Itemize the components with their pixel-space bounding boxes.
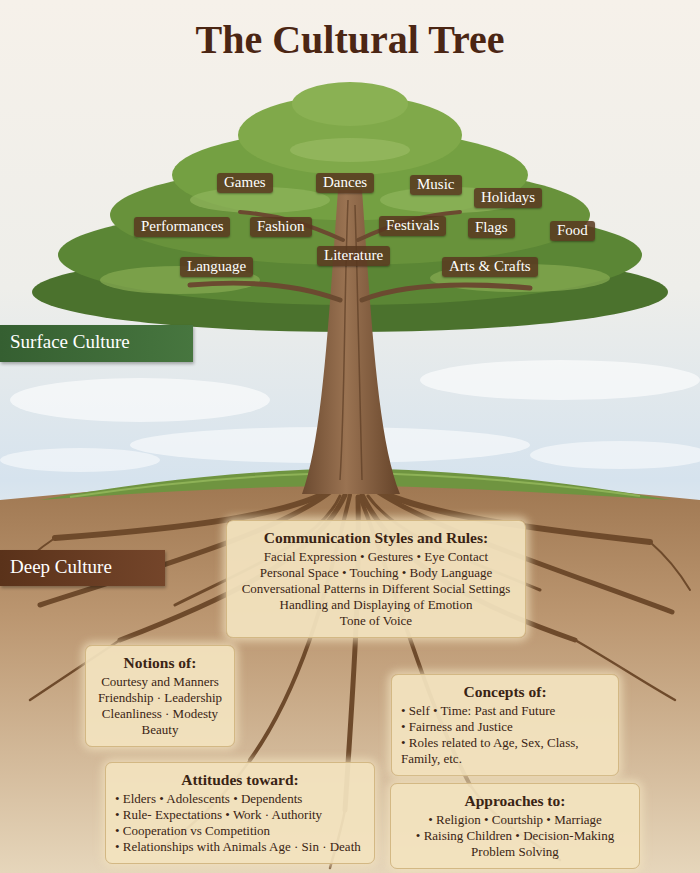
- background: [130, 79, 570, 80]
- surface-label: Games: [217, 173, 273, 193]
- label-text: Fashion: [257, 218, 305, 235]
- box-line: Friendship · Leadership: [95, 690, 225, 706]
- surface-label: Holidays: [474, 188, 542, 208]
- label-text: Flags: [475, 219, 508, 236]
- surface-label: Food: [550, 221, 595, 241]
- ground: [0, 476, 700, 873]
- trunk: [190, 283, 340, 300]
- box-line: • Relationships with Animals Age · Sin ·…: [115, 839, 365, 855]
- box-line: • Roles related to Age, Sex, Class, Fami…: [401, 735, 609, 767]
- background: [10, 378, 270, 422]
- box-line: Beauty: [95, 722, 225, 738]
- title: The Cultural Tree: [0, 16, 700, 63]
- surface-label: Fashion: [250, 217, 312, 237]
- box-line: Tone of Voice: [236, 613, 516, 629]
- deep-culture-box: Communication Styles and Rules: Facial Ex…: [226, 520, 526, 638]
- box-heading: Approaches to:: [400, 791, 630, 810]
- trunk: [240, 212, 343, 240]
- box-heading: Communication Styles and Rules:: [236, 528, 516, 547]
- deep-culture-box: Approaches to: • Religion • Courtship • M…: [390, 783, 640, 869]
- surface-label: Literature: [317, 246, 390, 266]
- box-line: Conversational Patterns in Different Soc…: [236, 581, 516, 597]
- box-line: • Rule- Expectations • Work · Authority: [115, 807, 365, 823]
- box-line: Courtesy and Manners: [95, 674, 225, 690]
- box-line: Personal Space • Touching • Body Languag…: [236, 565, 516, 581]
- trunk: [358, 212, 460, 240]
- surface-label: Festivals: [379, 216, 446, 236]
- surface-label: Performances: [134, 217, 230, 237]
- box-line: Facial Expression • Gestures • Eye Conta…: [236, 549, 516, 565]
- label-text: Language: [187, 258, 246, 275]
- surface-label: Music: [410, 175, 462, 195]
- surface-label: Arts & Crafts: [442, 257, 538, 277]
- surface-label: Flags: [468, 218, 515, 238]
- canopy: [292, 82, 408, 126]
- roots: [650, 542, 690, 590]
- label-text: Arts & Crafts: [449, 258, 531, 275]
- box-line: • Cooperation vs Competition: [115, 823, 365, 839]
- canopy: [290, 138, 410, 162]
- box-line: • Elders • Adolescents • Dependents: [115, 791, 365, 807]
- trunk: [362, 285, 530, 300]
- roots: [12, 488, 690, 868]
- banner-text: Deep Culture: [10, 556, 157, 578]
- box-heading: Attitudes toward:: [115, 770, 365, 789]
- label-text: Performances: [141, 218, 223, 235]
- label-text: Food: [557, 222, 588, 239]
- box-line: • Self • Time: Past and Future: [401, 703, 609, 719]
- box-heading: Concepts of:: [401, 682, 609, 701]
- background: [530, 441, 700, 469]
- ground: [0, 468, 700, 873]
- deep-culture-box: Notions of: Courtesy and MannersFriendshi…: [85, 645, 235, 747]
- trunk: [190, 190, 530, 494]
- section-banner: Surface Culture: [0, 325, 193, 362]
- surface-label: Language: [180, 257, 253, 277]
- trunk: [340, 200, 348, 480]
- box-line: Handling and Displaying of Emotion: [236, 597, 516, 613]
- surface-label: Dances: [316, 173, 374, 193]
- label-text: Festivals: [386, 217, 439, 234]
- label-text: Holidays: [481, 189, 535, 206]
- label-text: Games: [224, 174, 266, 191]
- box-line: • Fairness and Justice: [401, 719, 609, 735]
- box-line: • Raising Children • Decision-Making Pro…: [400, 828, 630, 860]
- deep-culture-box: Concepts of: • Self • Time: Past and Futu…: [391, 674, 619, 776]
- banner-text: Surface Culture: [10, 331, 185, 353]
- box-line: • Religion • Courtship • Marriage: [400, 812, 630, 828]
- label-text: Literature: [324, 247, 383, 264]
- box-heading: Notions of:: [95, 653, 225, 672]
- background: [420, 360, 700, 400]
- label-text: Dances: [323, 174, 367, 191]
- background: [0, 448, 160, 472]
- section-banner: Deep Culture: [0, 550, 165, 586]
- label-text: Music: [417, 176, 455, 193]
- box-line: Cleanliness · Modesty: [95, 706, 225, 722]
- deep-culture-box: Attitudes toward: • Elders • Adolescents …: [105, 762, 375, 864]
